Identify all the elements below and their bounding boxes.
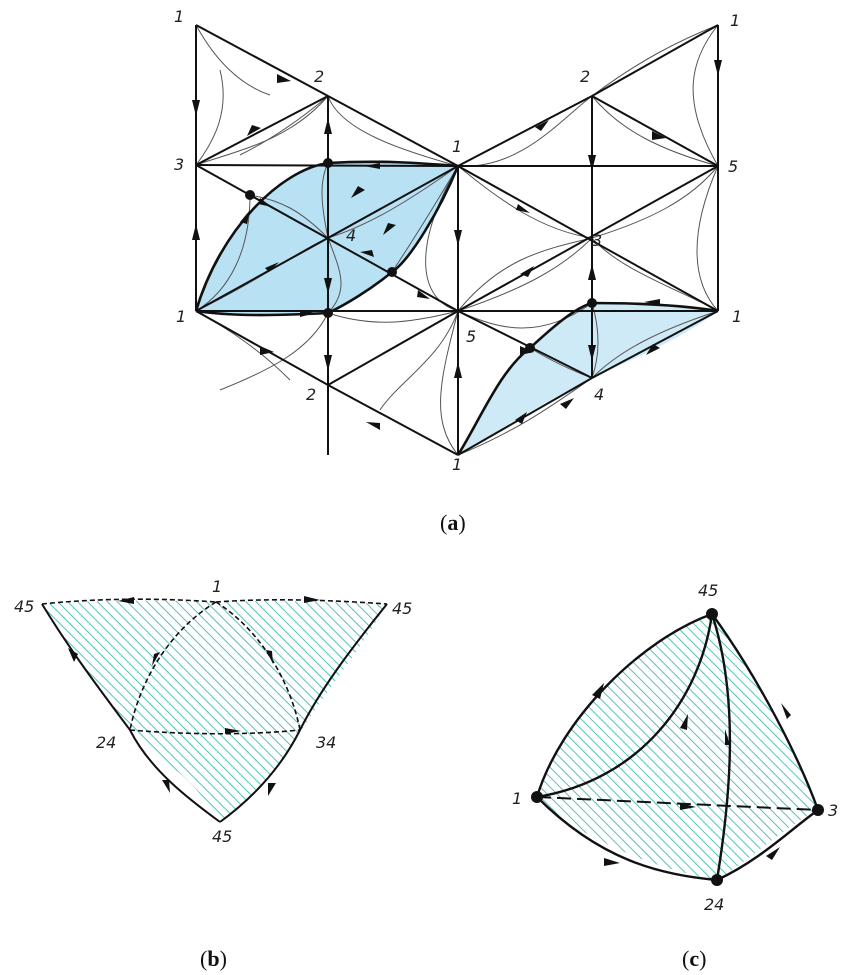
hatched-tetra-region <box>537 614 818 880</box>
label-c-left: 1 <box>512 789 522 808</box>
label-a-3-right: 3 <box>592 231 602 250</box>
tetra-edges <box>535 612 820 882</box>
label-c-bottom: 24 <box>704 895 724 914</box>
label-a-2-bottom: 2 <box>306 385 316 404</box>
label-c-top: 45 <box>698 581 718 600</box>
panel-a: 1 2 3 4 1 1 2 5 1 2 1 5 3 4 1 (a) <box>174 7 742 535</box>
flow-lines <box>195 24 719 456</box>
hatched-triangle-region <box>42 600 387 822</box>
tetra-dashed-edge <box>536 796 819 811</box>
label-a-2-top: 2 <box>314 67 324 86</box>
caption-b: (b) <box>200 946 227 971</box>
label-b-top-right: 45 <box>392 599 412 618</box>
label-b-middle-left: 24 <box>96 733 116 752</box>
label-a-3-left: 3 <box>174 155 184 174</box>
label-a-1-top-left: 1 <box>174 7 184 26</box>
label-a-1-center-top: 1 <box>452 137 462 156</box>
label-a-5-right: 5 <box>728 157 738 176</box>
label-b-bottom: 45 <box>212 827 232 846</box>
label-a-1-right: 1 <box>732 307 742 326</box>
label-a-5-center: 5 <box>466 327 476 346</box>
label-b-top: 1 <box>212 577 222 596</box>
triangle-dashed-edges <box>41 598 388 735</box>
tetra-vertices <box>531 608 824 886</box>
caption-a: (a) <box>440 510 466 535</box>
tetra-arrows <box>592 683 791 866</box>
triangle-arrows <box>68 596 320 796</box>
singular-points <box>245 158 597 353</box>
label-a-1-top-right: 1 <box>730 11 740 30</box>
shaded-corner-region <box>458 303 718 455</box>
label-a-1-left: 1 <box>176 307 186 326</box>
caption-c: (c) <box>682 946 706 971</box>
label-c-right: 3 <box>828 801 838 820</box>
label-b-middle-right: 34 <box>316 733 336 752</box>
region-boundaries <box>194 160 719 456</box>
label-b-top-left: 45 <box>14 597 34 616</box>
triangle-outline <box>41 603 388 823</box>
triangulation-edges <box>195 24 719 456</box>
label-a-4-center: 4 <box>346 226 356 245</box>
panel-b: 1 45 45 24 34 45 (b) <box>14 577 412 971</box>
panel-c: 45 1 3 24 (c) <box>512 581 838 971</box>
label-a-2-top-right: 2 <box>580 67 590 86</box>
label-a-1-bottom: 1 <box>452 455 462 474</box>
label-a-4-bottom-right: 4 <box>594 385 604 404</box>
